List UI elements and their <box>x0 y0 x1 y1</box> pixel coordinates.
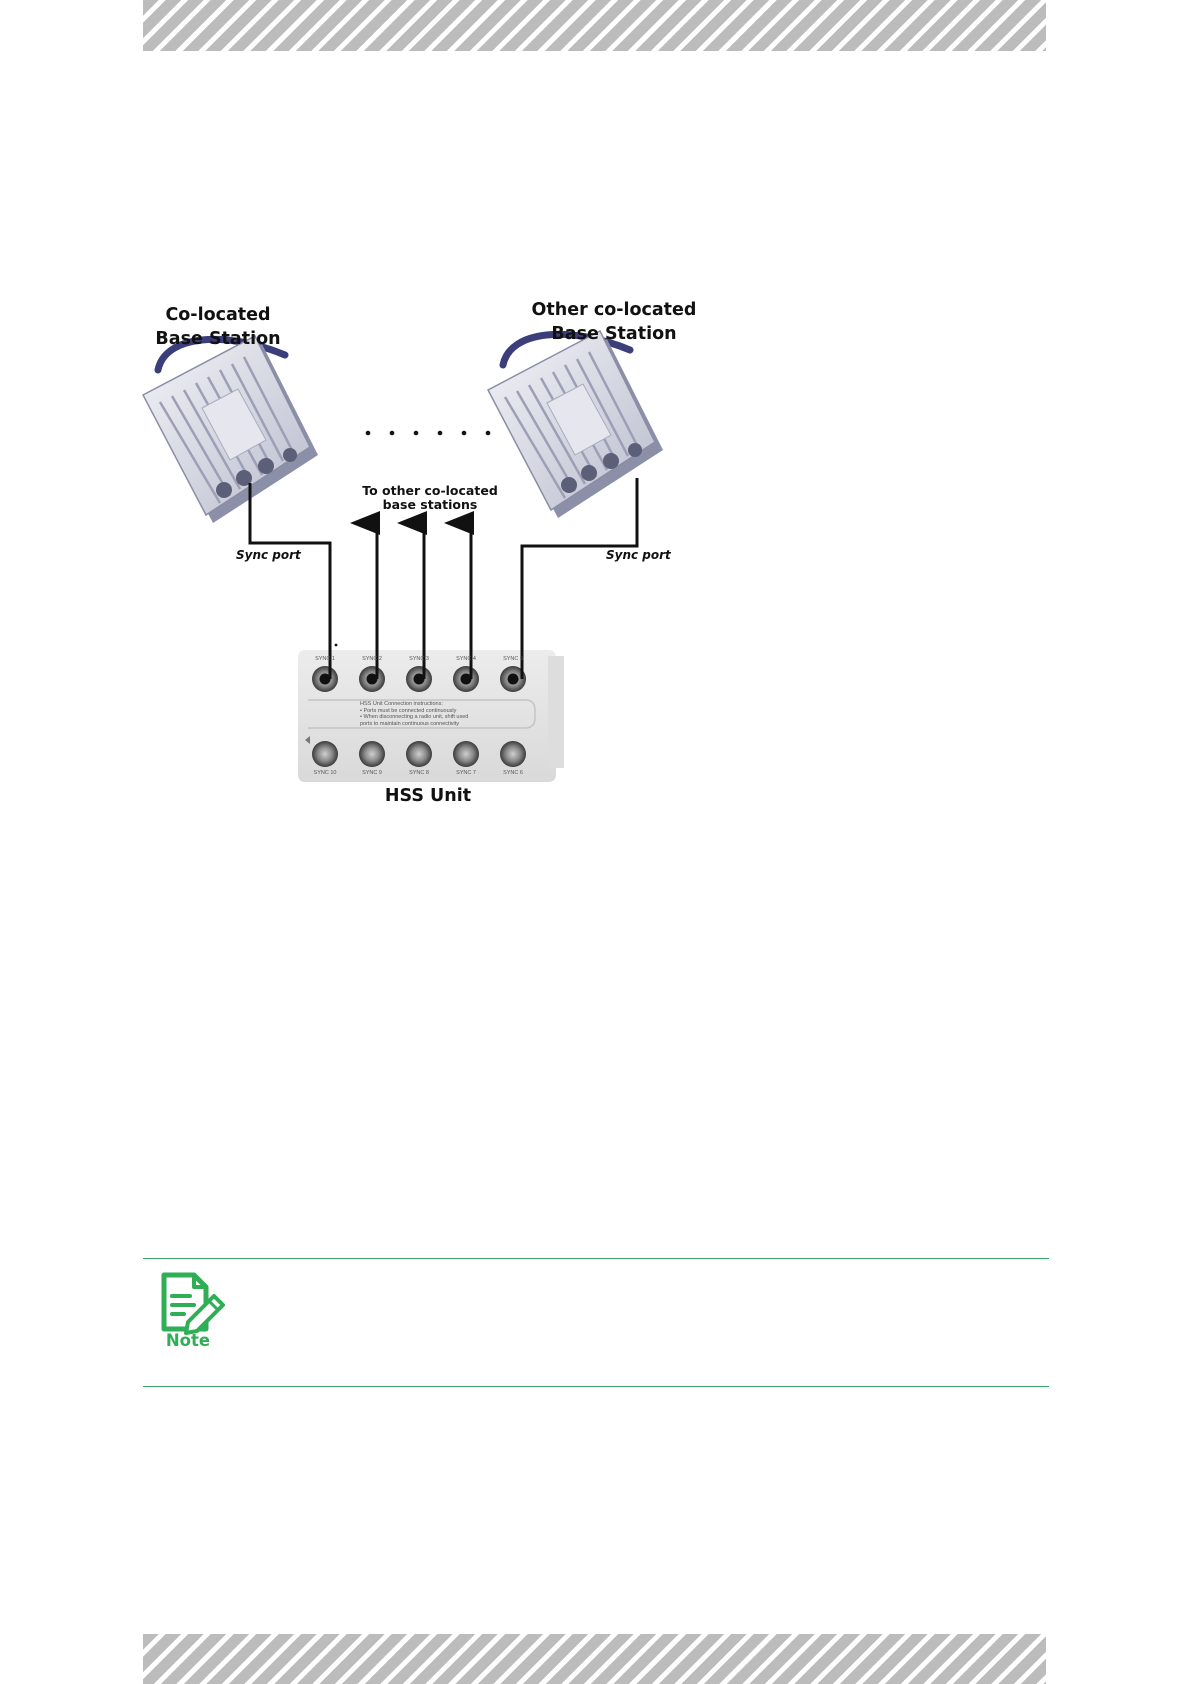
port-label-sync-1: SYNC 1 <box>315 656 335 662</box>
left-sync-cable <box>248 483 332 679</box>
to-other-stations-line-2: base stations <box>382 497 478 512</box>
right-station-title-line-1: Other co-located <box>531 300 697 320</box>
hss-instruction-line-3: • When disconnecting a radio unit, shift… <box>360 714 469 720</box>
left-sync-port-label: Sync port <box>236 548 301 562</box>
hss-instructions: HSS Unit Connection instructions: • Port… <box>360 701 510 727</box>
hss-instruction-line-2: • Ports must be connected continuously <box>360 707 457 714</box>
to-other-stations-label: To other co-located base stations <box>350 484 510 512</box>
left-station-title-line-1: Co-located <box>165 305 271 325</box>
right-sync-cable <box>520 478 639 679</box>
note-edit-icon <box>158 1272 238 1354</box>
port-label-sync-3: SYNC 3 <box>409 656 429 662</box>
port-label-sync-5: SYNC 5 <box>503 656 523 662</box>
header-stripe-band <box>143 0 1046 51</box>
hss-instruction-line-4: ports to maintain continuous connectivit… <box>360 720 460 727</box>
right-base-station-unit <box>486 329 663 518</box>
hss-unit-panel <box>298 650 564 782</box>
port-label-sync-7: SYNC 7 <box>456 770 476 776</box>
note-label: Note <box>165 1331 211 1350</box>
sync-cables <box>248 478 639 679</box>
outbound-arrows <box>350 511 474 679</box>
continuation-dots <box>334 430 491 647</box>
hss-instruction-line-1: HSS Unit Connection instructions: <box>360 701 443 707</box>
note-top-rule <box>143 1258 1049 1259</box>
left-station-title-line-2: Base Station <box>155 329 281 349</box>
right-station-title-line-2: Base Station <box>551 324 677 344</box>
diagram-graphics <box>141 329 663 782</box>
to-other-stations-line-1: To other co-located <box>362 483 498 498</box>
port-label-sync-8: SYNC 8 <box>409 770 429 776</box>
left-base-station-unit <box>141 334 318 523</box>
footer-stripe-band <box>143 1634 1046 1684</box>
right-sync-port-label: Sync port <box>606 548 671 562</box>
port-label-sync-2: SYNC 2 <box>362 656 382 662</box>
port-label-sync-6: SYNC 6 <box>503 770 523 776</box>
hss-unit-label: HSS Unit <box>384 786 472 806</box>
right-station-title: Other co-located Base Station <box>514 298 714 346</box>
port-label-sync-4: SYNC 4 <box>456 656 476 662</box>
note-bottom-rule <box>143 1386 1049 1387</box>
left-station-title: Co-located Base Station <box>148 303 288 351</box>
port-label-sync-9: SYNC 9 <box>362 770 382 776</box>
hss-connection-diagram: Co-located Base Station Other co-located… <box>140 290 740 830</box>
port-label-sync-10: SYNC 10 <box>313 770 337 776</box>
